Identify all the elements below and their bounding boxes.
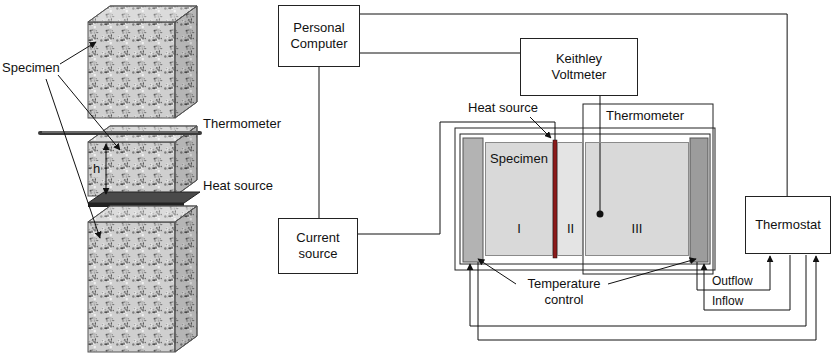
- heater-wire: [350, 122, 555, 234]
- section-label: III: [632, 221, 643, 237]
- section-label: I: [517, 221, 521, 237]
- computer-box: Personal Computer: [278, 5, 360, 67]
- apparatus-frame-inner: [460, 134, 710, 264]
- cube-face: [175, 126, 197, 196]
- signal-wire: [319, 67, 320, 218]
- apparatus-frame: [455, 128, 715, 270]
- leader-arrow: [46, 79, 100, 238]
- signal-wire: [360, 14, 787, 196]
- thermometer-wire: [600, 96, 601, 211]
- leader-arrow: [60, 42, 96, 64]
- section-enclosure: [583, 104, 713, 274]
- specimen-cube-bottom: [88, 206, 197, 352]
- specimen-cube-top: [88, 6, 197, 118]
- part-label: Thermometer: [606, 108, 684, 124]
- section-fill: [585, 142, 689, 256]
- part-label: Thermometer: [203, 116, 281, 132]
- part-label: Specimen: [2, 60, 60, 76]
- heat-source-plate: [88, 192, 200, 203]
- section-label: Specimen: [490, 151, 548, 167]
- flow-label: Outflow: [712, 274, 753, 288]
- leader-arrow: [530, 117, 551, 138]
- leader-arrow: [608, 259, 696, 284]
- cube-shade: [175, 126, 197, 196]
- inflow-pipe: [704, 255, 790, 310]
- region-fills: [485, 142, 689, 256]
- inflow-pipe: [470, 255, 806, 326]
- box-label: Thermostat: [755, 217, 821, 233]
- cube-shade: [175, 6, 197, 118]
- current-source-box: Current source: [278, 218, 358, 274]
- box-label: Keithley Voltmeter: [539, 51, 619, 82]
- cube-face: [88, 222, 175, 352]
- flow-label: Inflow: [712, 294, 743, 308]
- box-label: Personal Computer: [287, 20, 351, 51]
- cube-face: [88, 22, 175, 118]
- thermometer-dot: [597, 211, 604, 218]
- specimen-section: II: [557, 142, 584, 256]
- specimen-section: III: [585, 142, 689, 256]
- outflow-pipe: [697, 256, 770, 290]
- temperature-control-plate: [690, 138, 708, 262]
- thermostat-box: Thermostat: [745, 196, 831, 254]
- part-label: Heat source: [203, 178, 273, 194]
- signal-wire: [360, 53, 520, 54]
- box-label: Current source: [288, 230, 348, 261]
- specimen-slab: [88, 126, 197, 196]
- voltmeter-box: Keithley Voltmeter: [520, 38, 638, 96]
- thermometer-rod-highlight: [42, 132, 198, 133]
- outflow-pipe: [478, 256, 816, 340]
- leader-arrow: [58, 75, 120, 150]
- section-fill: [485, 142, 553, 256]
- section-label: II: [567, 221, 574, 237]
- dimension-line: [106, 144, 107, 194]
- leader-arrow: [478, 259, 516, 284]
- part-label: Heat source: [468, 100, 538, 116]
- part-label: Temperature control: [520, 276, 608, 307]
- cube-shade: [175, 206, 197, 352]
- specimen-section: SpecimenI: [485, 142, 553, 256]
- cube-face: [175, 6, 197, 118]
- dimension-label: h: [92, 161, 101, 177]
- cube-face: [175, 206, 197, 352]
- temperature-control-plate: [463, 138, 483, 262]
- section-fill: [557, 142, 584, 256]
- cube-face: [88, 142, 175, 196]
